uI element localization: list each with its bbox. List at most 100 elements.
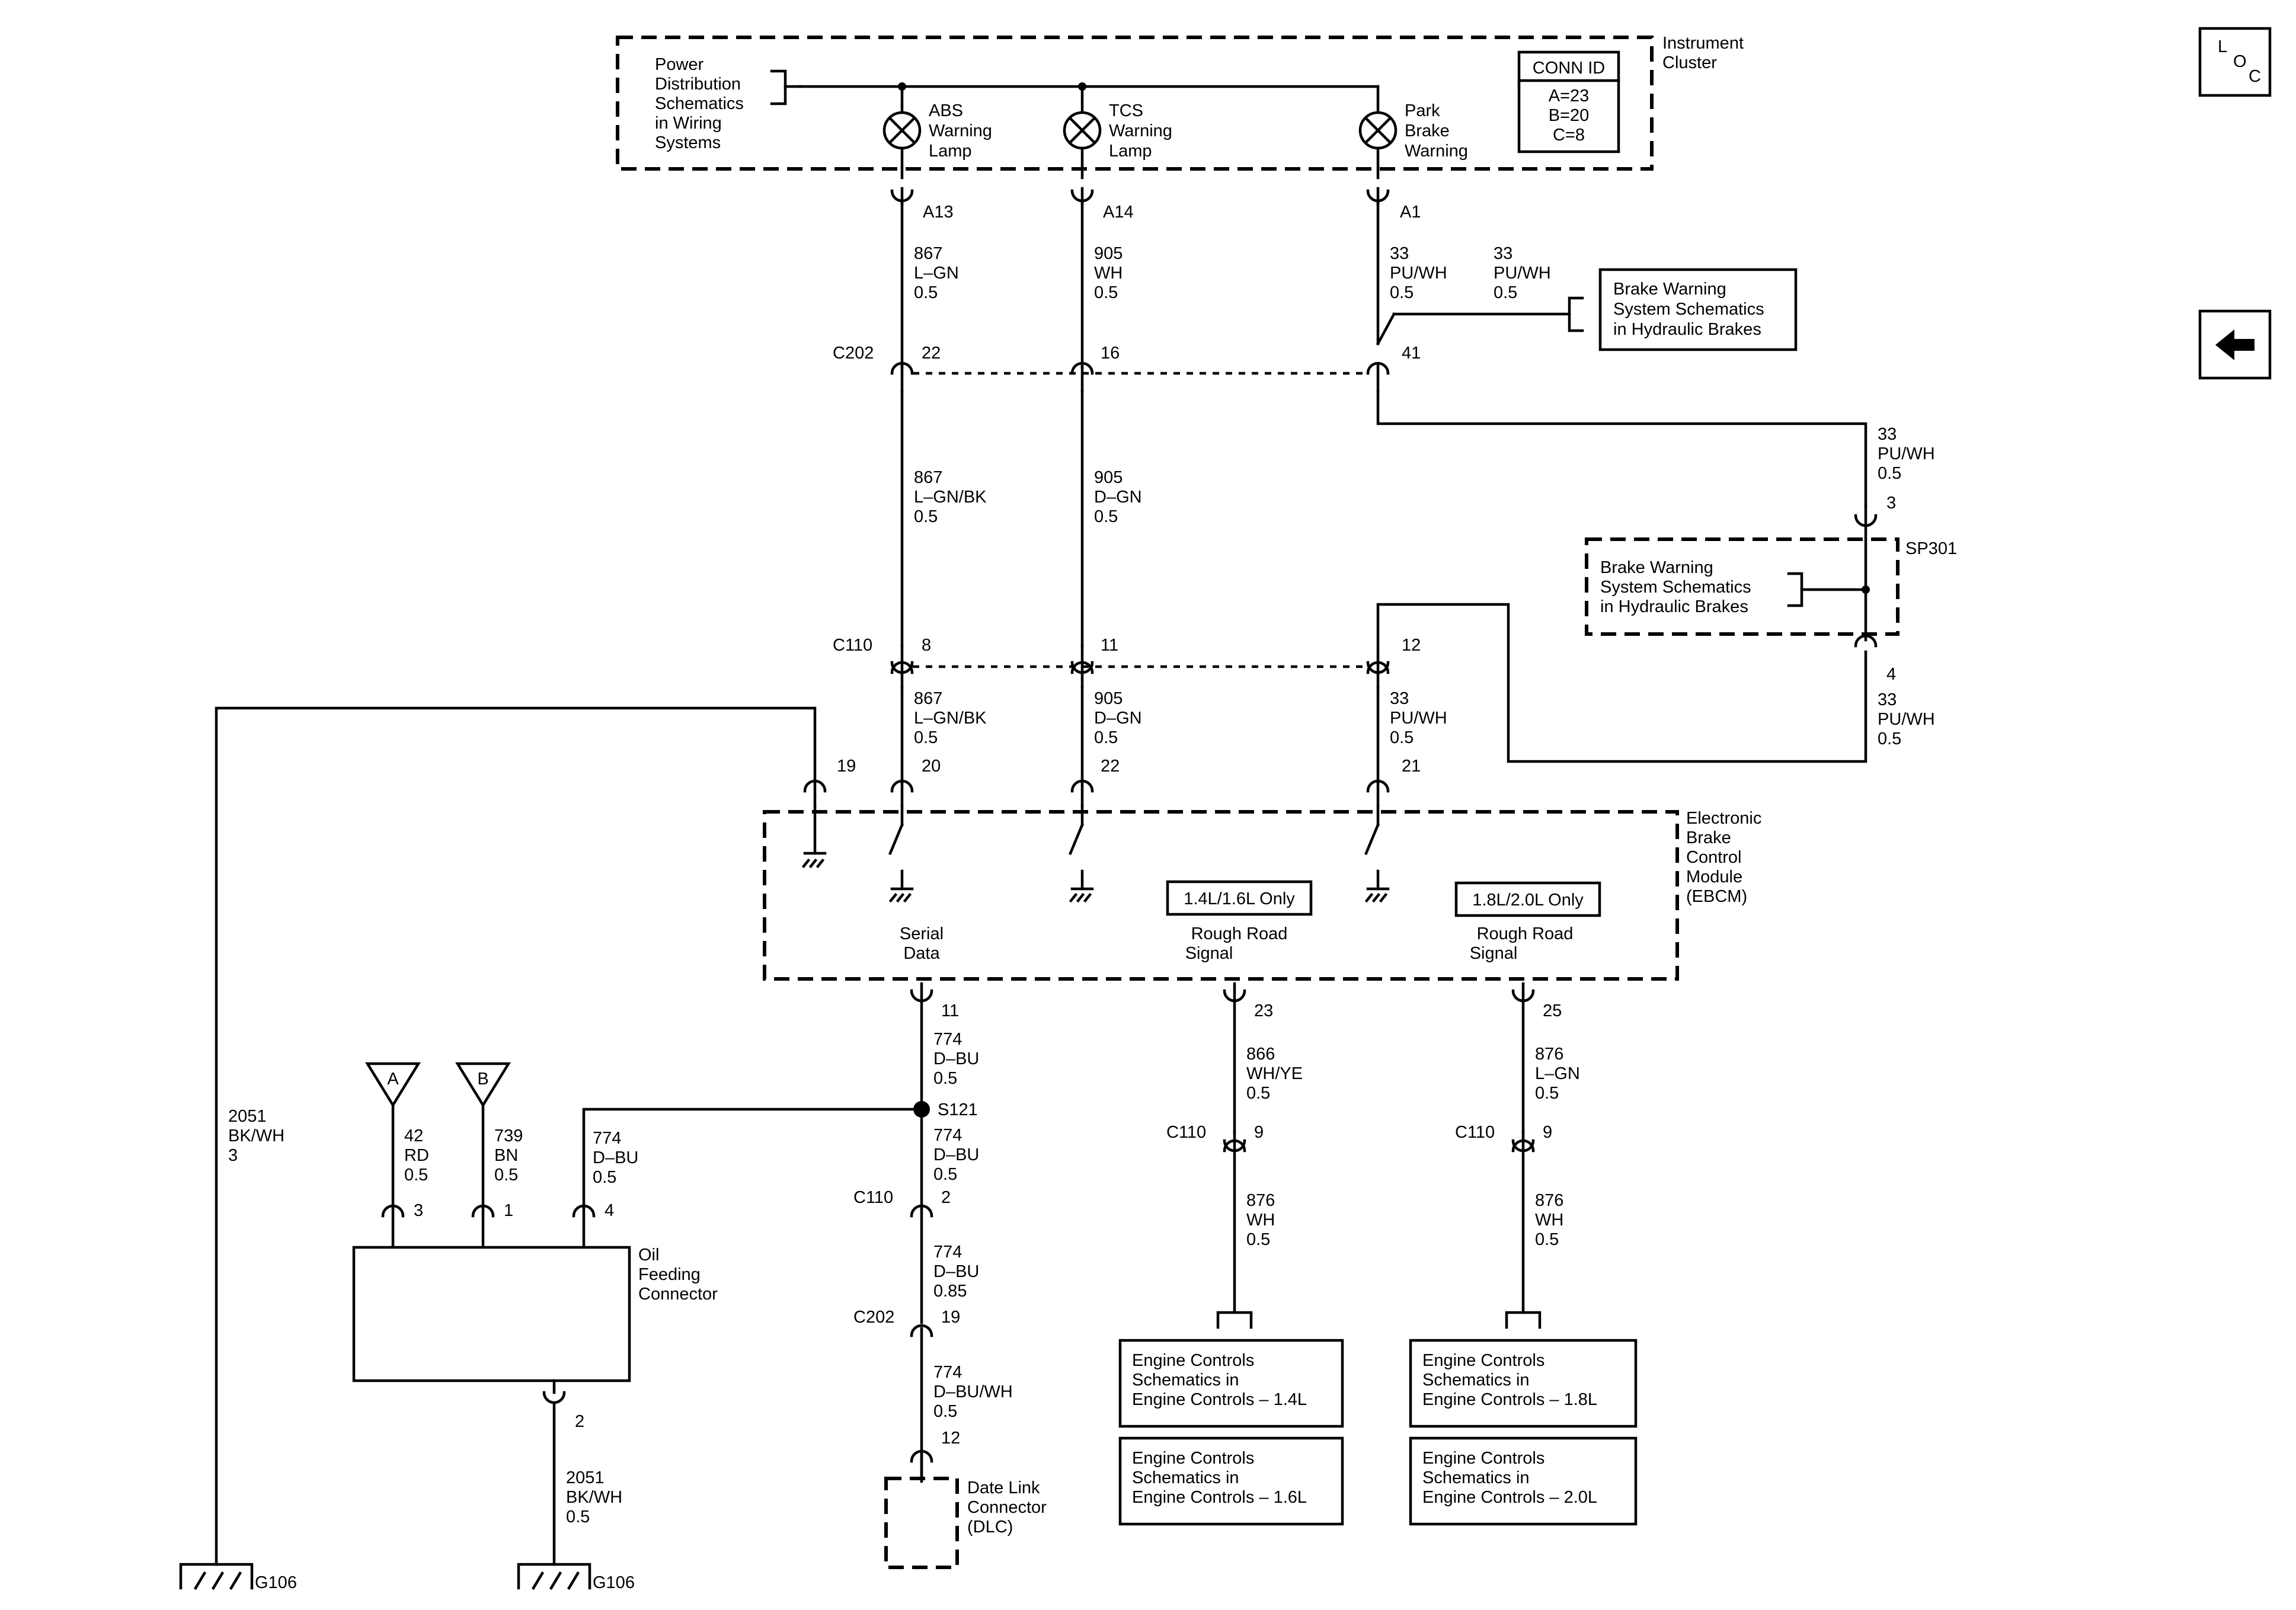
label-wires-serial_a-1: D–BU: [933, 1049, 979, 1068]
label-refs-engine_18-2: Engine Controls – 1.8L: [1422, 1390, 1597, 1409]
label-connectors-c110: C110: [853, 1188, 893, 1207]
wire-tcs-mid: 905 D–GN 0.5: [1080, 389, 1142, 648]
label-wires-rough_14_b-1: WH: [1246, 1211, 1275, 1230]
label-connectors-pins-sp301_bottom: 4: [1886, 665, 1896, 684]
c110-serial-connector: C110 2 774 D–BU 0.85: [853, 1188, 979, 1324]
label-ebcm-rough_14-text-0: Rough Road: [1191, 924, 1288, 943]
label-connectors-pins-ebcm_20: 20: [922, 757, 941, 776]
label-ebcm-label-1: Brake: [1686, 828, 1731, 847]
label-connectors-pins-c110_tcs: 11: [1101, 636, 1118, 655]
label-ebcm-label-4: (EBCM): [1686, 887, 1747, 906]
label-wires-abs_low-2: 0.5: [914, 728, 938, 747]
label-wires-tcs_low-2: 0.5: [1094, 728, 1118, 747]
label-instrument_cluster-label-0: Instrument: [1662, 34, 1744, 53]
label-wires-abs_mid-1: L–GN/BK: [914, 488, 987, 507]
rough-road-14-tag: 1.4L/1.6L Only Rough Road Signal: [1166, 880, 1313, 963]
wire-park-branch: 33 PU/WH 0.5: [1494, 244, 1584, 332]
label-wires-serial_b-1: D–BU: [933, 1145, 979, 1164]
label-instrument_cluster-lamps-2-name-0: Park: [1405, 101, 1440, 120]
ebcm-internal-ground: [801, 804, 827, 869]
label-wires-abs_mid-0: 867: [914, 468, 942, 487]
label-connectors-pins-oil_1: 1: [504, 1201, 513, 1220]
label-instrument_cluster-power_dist-4: Systems: [655, 133, 721, 152]
engine-controls-ref-18: Engine Controls Schematics in Engine Con…: [1409, 1339, 1638, 1428]
label-wires-abs_low-1: L–GN/BK: [914, 709, 987, 728]
label-wires-tcs_upper-1: WH: [1094, 264, 1123, 283]
label-wires-tcs_mid-1: D–GN: [1094, 488, 1142, 507]
label-wires-serial_c-0: 774: [933, 1243, 962, 1262]
label-instrument_cluster-lamps-1-name-0: TCS: [1109, 101, 1143, 120]
label-ebcm-rough_14-text-1: Signal: [1185, 944, 1233, 963]
label-wires-sp301_in-0: 33: [1878, 425, 1897, 444]
label-instrument_cluster-power_dist-0: Power: [655, 55, 704, 74]
label-connectors-pins-c110_serial: 2: [941, 1188, 951, 1207]
label-wires-serial_d-0: 774: [933, 1363, 962, 1382]
ebcm-switch-park: [1364, 804, 1390, 903]
pin-a1: A1: [1400, 203, 1421, 222]
serial-data-wire: 774 D–BU 0.5 S121 774 D–BU 0.5: [913, 1000, 979, 1211]
wire-park-upper: 33 PU/WH 0.5: [1376, 200, 1571, 346]
label-ebcm-label-0: Electronic: [1686, 809, 1761, 828]
dlc-connector: Date Link Connector (DLC): [884, 1449, 1047, 1569]
label-wires-oil_b-1: BN: [494, 1146, 518, 1165]
label-connectors-pins-oil_4: 4: [605, 1201, 614, 1220]
rough-road-18-tag: 1.8L/2.0L Only Rough Road Signal: [1454, 881, 1601, 963]
label-instrument_cluster-conn_id-title: CONN ID: [1533, 59, 1605, 78]
label-instrument_cluster-conn_id-lines-1: B=20: [1549, 106, 1590, 125]
sp301-splice: SP301 Brake Warning System Schematics in…: [1585, 505, 1957, 684]
label-refs-engine_16-1: Schematics in: [1132, 1468, 1239, 1487]
label-wires-sp301_in-2: 0.5: [1878, 464, 1901, 483]
label-ebcm-serial-0: Serial: [900, 924, 944, 943]
label-refs-engine_16-2: Engine Controls – 1.6L: [1132, 1488, 1307, 1507]
wire-tcs-upper: 905 WH 0.5: [1080, 200, 1123, 369]
loc-button[interactable]: L O C: [2198, 27, 2272, 97]
engine-controls-ref-16: Engine Controls Schematics in Engine Con…: [1118, 1436, 1344, 1526]
label-oil_feeding-label-2: Connector: [638, 1285, 718, 1304]
label-wires-ground_left-0: 2051: [228, 1107, 267, 1126]
label-wires-oil_4-0: 774: [593, 1129, 621, 1148]
label-ebcm-label-3: Module: [1686, 868, 1742, 886]
label-instrument_cluster-power_dist-3: in Wiring: [655, 114, 722, 133]
oil-ground-wire: 2 2051 BK/WH 0.5: [542, 1379, 622, 1566]
label-wires-abs_mid-2: 0.5: [914, 507, 938, 526]
label-wires-oil_4-1: D–BU: [593, 1148, 638, 1167]
conn-id-box: CONN ID A=23 B=20 C=8: [1517, 50, 1620, 153]
label-refs-engine_14-1: Schematics in: [1132, 1371, 1239, 1390]
label-instrument_cluster-lamps-0-name-1: Warning: [929, 121, 992, 140]
label-wires-sp301_out-2: 0.5: [1878, 729, 1901, 748]
ebcm-label: Electronic Brake Control Module (EBCM): [1686, 809, 1761, 906]
ebcm-output-pins: 11 23 25: [910, 982, 1562, 1020]
back-button[interactable]: [2198, 309, 2272, 380]
label-refs-engine_16-0: Engine Controls: [1132, 1449, 1254, 1468]
label-oil_feeding-label-1: Feeding: [638, 1265, 701, 1284]
label-wires-park_branch-2: 0.5: [1494, 283, 1517, 302]
wire-abs-low: 867 L–GN/BK 0.5: [900, 686, 987, 784]
label-nav-loc_letters-1: O: [2233, 52, 2247, 71]
label-instrument_cluster-conn_id-lines-2: C=8: [1553, 126, 1585, 145]
back-arrow-icon: [2215, 329, 2255, 360]
label-connectors-pins-c110_r14: 9: [1254, 1123, 1264, 1142]
oil-feeding-connector: Oil Feeding Connector: [352, 1246, 718, 1382]
label-wires-park_upper-0: 33: [1390, 244, 1409, 263]
label-refs-engine_20-0: Engine Controls: [1422, 1449, 1544, 1468]
label-wires-oil_a-0: 42: [404, 1126, 423, 1145]
label-connectors-c202: C202: [853, 1308, 894, 1327]
label-wires-tcs_mid-2: 0.5: [1094, 507, 1118, 526]
label-connectors-c110: C110: [1455, 1123, 1495, 1142]
label-wires-park_low-2: 0.5: [1390, 728, 1414, 747]
label-wires-rough_14_a-0: 866: [1246, 1045, 1275, 1064]
label-wires-ground_left-1: BK/WH: [228, 1126, 284, 1145]
wire-park-to-sp301: 33 PU/WH 0.5 3: [1376, 389, 1935, 513]
label-connectors-pins-oil_2: 2: [575, 1412, 584, 1431]
label-connectors-pins-ebcm_25: 25: [1543, 1001, 1562, 1020]
label-wires-tcs_upper-2: 0.5: [1094, 283, 1118, 302]
label-ebcm-serial-1: Data: [903, 944, 940, 963]
label-wires-oil_gnd-2: 0.5: [566, 1507, 590, 1526]
label-connectors-sp301: SP301: [1905, 539, 1957, 558]
label-wires-serial_d-2: 0.5: [933, 1402, 957, 1421]
serial-data-label: Serial Data: [900, 924, 944, 963]
label-connectors-pins-c202_park: 41: [1402, 344, 1421, 363]
label-nav-loc_letters-0: L: [2218, 37, 2227, 56]
label-instrument_cluster-power_dist-2: Schematics: [655, 94, 744, 113]
